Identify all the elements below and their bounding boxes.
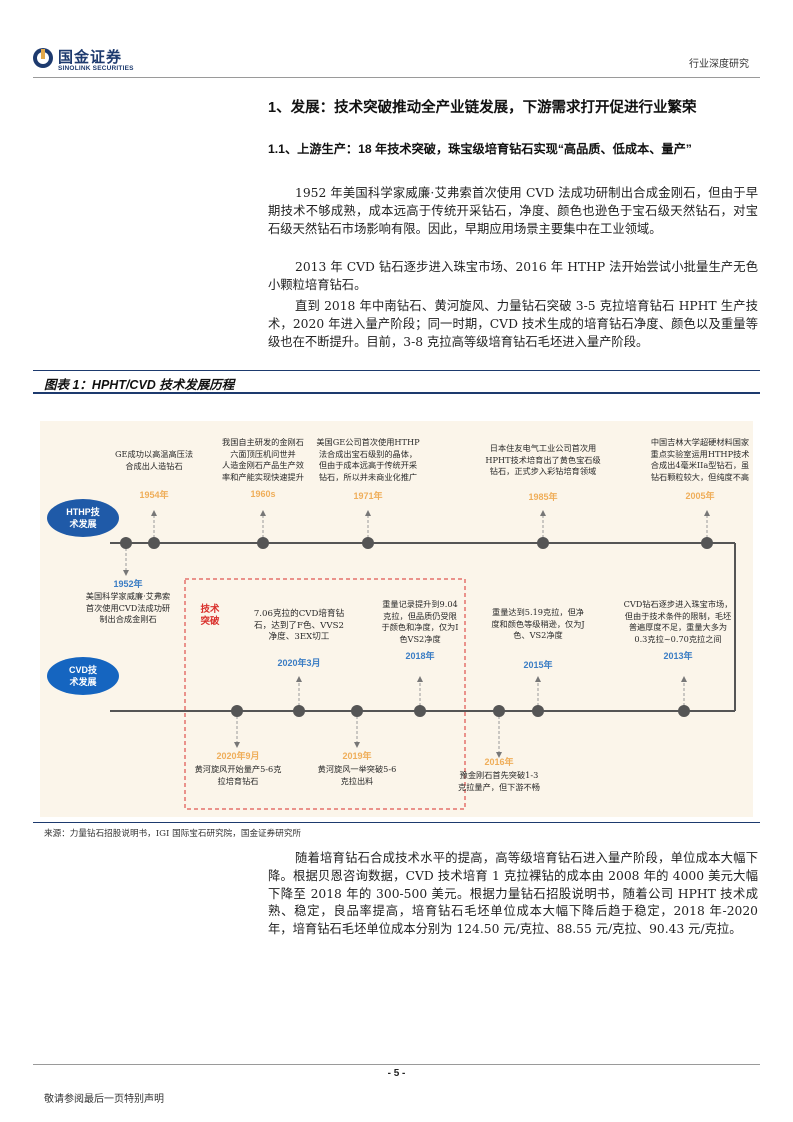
event-text-line: 法合成出宝石级别的晶体， — [318, 448, 418, 459]
section-heading: 1、发展：技术突破推动全产业链发展，下游需求打开促进行业繁荣 — [268, 100, 697, 116]
event-text-line: 合成出4毫米IIa型钻石，虽 — [650, 460, 750, 470]
logo-text-cn: 国金证券 — [58, 49, 123, 66]
event-text-line: 重量记录提升到9.04 — [382, 599, 458, 609]
event-text-line: 我国自主研发的金刚石 — [222, 437, 304, 447]
event-text-line: 率和产能实现快速提升 — [222, 471, 304, 482]
page-number: - 5 - — [387, 1068, 406, 1079]
hthp-label-line: HTHP技 — [66, 507, 100, 517]
event-text-line: 重量达到5.19克拉，但净 — [492, 607, 584, 617]
paragraph-4: 随着培育钻石合成技术水平的提高，高等级培育钻石进入量产阶段，单位成本大幅下降。根… — [268, 851, 758, 937]
cvd-event-2020-09: 2020年9月 黄河旋风开始量产5-6克拉培育钻石 — [183, 749, 293, 787]
figure-source: 来源：力量钻石招股说明书，IGI 国际宝石研究院，国金证券研究所 — [44, 829, 302, 839]
event-text-line: 钻石，正式步入彩钻培育领域 — [489, 466, 597, 476]
footer-divider — [33, 1064, 760, 1065]
figure-bottom-rule — [33, 822, 760, 823]
subsection-heading: 1.1、上游生产：18 年技术突破，珠宝级培育钻石实现“高品质、低成本、量产” — [268, 142, 692, 156]
event-text-line: 钻石颗粒较大，但纯度不高 — [650, 471, 750, 482]
report-type: 行业深度研究 — [689, 59, 749, 70]
event-text-line: 黄河旋风开始量产5-6克 — [194, 764, 282, 774]
event-year: 1954年 — [139, 490, 169, 500]
hthp-event-2005: 中国吉林大学超硬材料国家重点实验室运用HTHP技术合成出4毫米IIa型钻石，虽钻… — [636, 437, 764, 502]
event-text-line: 净度、3EX切工 — [268, 632, 330, 642]
breakthrough-label-line: 技术 — [200, 604, 220, 615]
event-text-line: 拉培育钻石 — [217, 775, 259, 786]
event-text-line: 六面顶压机问世并 — [230, 448, 296, 459]
hthp-event-1960s: 我国自主研发的金刚石六面顶压机问世并人造金刚石产品生产效率和产能实现快速提升 1… — [203, 437, 323, 499]
event-text-line: 度和颜色等级稍逊，仅为J — [491, 618, 585, 629]
event-text-line: 于颜色和净度，仅为I — [381, 622, 459, 632]
paragraph-3: 直到 2018 年中南钻石、黄河旋风、力量钻石突破 3-5 克拉培育钻石 HPH… — [268, 299, 758, 349]
timeline-diagram: HTHP技 术发展 CVD技 术发展 技术 突破 GE成功以高温高压法合成出人造… — [40, 421, 753, 817]
cvd-label-line: CVD技 — [68, 665, 97, 675]
hthp-event-1954: GE成功以高温高压法合成出人造钻石 1954年 — [92, 449, 216, 501]
event-text-line: 石，达到了F色、VVS2 — [254, 620, 344, 631]
event-year: 2015年 — [523, 659, 553, 670]
event-text-line: 首次使用CVD法成功研 — [85, 602, 171, 613]
event-text-line: 钻石，所以并未商业化推广 — [318, 471, 418, 482]
logo-icon — [32, 47, 54, 69]
cvd-label-line: 术发展 — [69, 676, 97, 687]
event-text-line: 但由于成本远高于传统开采 — [318, 460, 418, 470]
event-year: 2020年3月 — [277, 657, 321, 668]
event-year: 2019年 — [342, 751, 372, 761]
event-text-line: 豫金刚石首先突破1-3 — [459, 770, 539, 780]
event-text-line: 美国科学家威廉·艾弗索 — [85, 591, 171, 601]
paragraph-2: 2013 年 CVD 钻石逐步进入珠宝市场、2016 年 HTHP 法开始尝试小… — [268, 260, 758, 292]
event-text-line: 普遍厚度不足，重量大多为 — [628, 622, 728, 632]
event-year: 1960s — [250, 489, 276, 499]
event-text-line: 克拉，但品质仍受限 — [383, 610, 457, 621]
event-text-line: 合成出人造钻石 — [125, 460, 183, 471]
event-year: 1985年 — [528, 491, 558, 502]
event-text-line: 色、VS2净度 — [513, 630, 563, 640]
event-year: 2020年9月 — [216, 751, 260, 761]
event-text-line: 制出合成金刚石 — [99, 614, 157, 624]
hthp-label-line: 术发展 — [69, 518, 97, 529]
event-text-line: 日本住友电气工业公司首次用 — [489, 443, 597, 453]
event-text-line: 美国GE公司首次使用HTHP — [316, 437, 420, 447]
event-text-line: 色VS2净度 — [399, 633, 441, 644]
header-divider — [33, 77, 760, 78]
event-year: 2013年 — [663, 651, 693, 661]
event-text-line: CVD钻石逐步进入珠宝市场， — [623, 599, 733, 609]
figure-caption-rule — [33, 392, 760, 394]
cvd-event-1952: 1952年 美国科学家威廉·艾弗索首次使用CVD法成功研制出合成金刚石 — [76, 577, 180, 626]
event-text-line: 黄河旋风一举突破5-6 — [317, 764, 397, 774]
event-text-line: GE成功以高温高压法 — [114, 449, 194, 459]
event-year: 2005年 — [685, 491, 715, 501]
event-text-line: 重点实验室运用HTHP技术 — [650, 448, 750, 459]
paragraph-1: 1952 年美国科学家威廉·艾弗索首次使用 CVD 法成功研制出合成金刚石，但由… — [268, 186, 758, 236]
breakthrough-label-line: 突破 — [200, 615, 220, 627]
figure-caption: 图表 1：HPHT/CVD 技术发展历程 — [44, 378, 235, 392]
event-year: 1952年 — [113, 579, 143, 589]
event-text-line: 7.06克拉的CVD培育钻 — [253, 609, 345, 619]
timeline-lines — [47, 499, 736, 810]
event-text-line: 中国吉林大学超硬材料国家 — [650, 437, 750, 447]
event-text-line: 人造金刚石产品生产效 — [222, 460, 304, 470]
event-text-line: HPHT技术培育出了黄色宝石级 — [485, 454, 601, 465]
event-text-line: 0.3克拉~0.70克拉之间 — [634, 633, 722, 644]
event-year: 2018年 — [405, 651, 435, 661]
event-text-line: 克拉出料 — [340, 775, 374, 786]
event-year: 1971年 — [353, 491, 383, 501]
event-year: 2016年 — [484, 757, 514, 767]
logo-text-en: SINOLINK SECURITIES — [58, 65, 134, 72]
footer-disclaimer: 敬请参阅最后一页特别声明 — [44, 1094, 164, 1105]
event-text-line: 但由于技术条件的限制，毛坯 — [624, 610, 732, 621]
figure-top-rule — [33, 370, 760, 371]
event-text-line: 克拉量产，但下游不畅 — [458, 781, 540, 792]
